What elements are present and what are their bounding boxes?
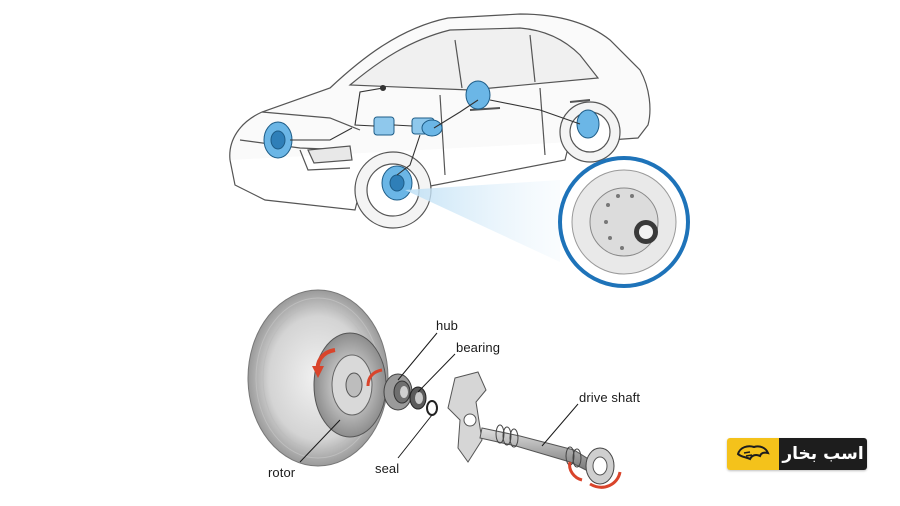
label-drive-shaft: drive shaft <box>579 390 641 405</box>
label-hub: hub <box>436 318 458 333</box>
seal-part <box>426 400 438 416</box>
horse-logo-icon <box>727 438 779 470</box>
highlighted-components <box>263 80 600 201</box>
leader-lines <box>299 332 579 463</box>
label-rotor: rotor <box>268 465 296 480</box>
zoom-beam <box>405 180 560 262</box>
zoom-detail-circle <box>558 156 690 288</box>
logo-text: اسب بخار <box>779 438 867 470</box>
label-bearing: bearing <box>456 340 501 355</box>
brake-lines <box>290 84 581 176</box>
exploded-assembly <box>247 289 622 489</box>
label-seal: seal <box>375 461 400 476</box>
brand-logo: اسب بخار <box>727 438 867 470</box>
